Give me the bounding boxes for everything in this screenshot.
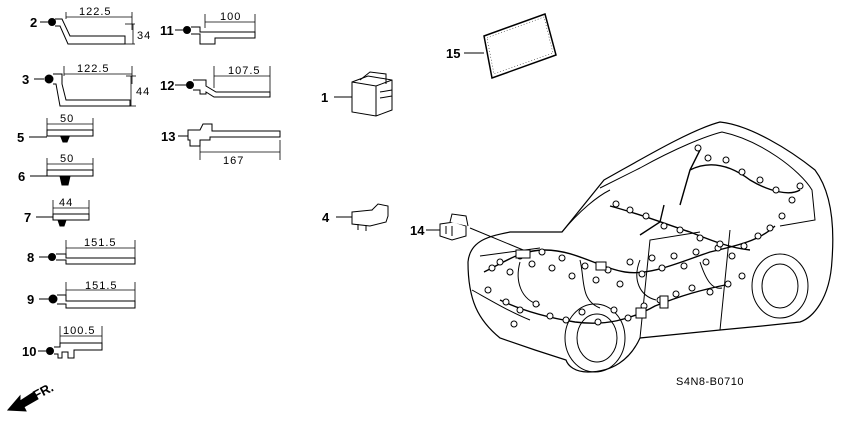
part-1: 1: [321, 71, 393, 117]
part-2-height: 34: [137, 30, 151, 42]
part-8: 8 151.5: [27, 237, 136, 265]
part-number-3: 3: [22, 72, 29, 87]
part-number-10: 10: [22, 344, 36, 359]
part-5: 5 50: [17, 113, 94, 145]
part-number-4: 4: [322, 210, 330, 225]
part-8-length: 151.5: [84, 237, 117, 249]
part-12: 12 107.5: [160, 65, 271, 98]
part-2: 2 122.5 34: [30, 6, 151, 45]
diagram-code: S4N8-B0710: [676, 376, 744, 388]
part-number-11: 11: [160, 23, 174, 38]
part-number-12: 12: [160, 78, 174, 93]
part-number-15: 15: [446, 46, 460, 61]
part-number-2: 2: [30, 15, 37, 30]
part-4: 4: [322, 203, 389, 231]
part-number-7: 7: [24, 210, 31, 225]
part-number-1: 1: [321, 90, 328, 105]
part-3: 3 122.5 44: [22, 63, 150, 107]
part-10: 10 100.5: [22, 325, 103, 359]
front-direction-arrow: FR.: [6, 380, 56, 412]
part-13: 13 167: [161, 123, 281, 167]
part-10-length: 100.5: [63, 325, 96, 337]
part-5-length: 50: [60, 113, 74, 125]
part-7: 7 44: [24, 197, 90, 227]
part-number-8: 8: [27, 250, 34, 265]
part-12-length: 107.5: [228, 65, 261, 77]
part-6: 6 50: [18, 153, 94, 186]
part-9: 9 151.5: [27, 280, 136, 309]
vehicle-harness-illustration: [467, 121, 834, 373]
part-number-9: 9: [27, 292, 34, 307]
part-3-length: 122.5: [77, 63, 110, 75]
part-14: 14: [410, 213, 469, 241]
part-7-length: 44: [59, 197, 73, 209]
part-number-6: 6: [18, 169, 25, 184]
harness-connectors: [484, 144, 804, 328]
part-2-length: 122.5: [79, 6, 112, 18]
part-15: 15: [446, 13, 557, 80]
part-13-length: 167: [223, 155, 244, 167]
part-11: 11 100: [160, 11, 256, 45]
part-11-length: 100: [220, 11, 241, 23]
part-9-length: 151.5: [85, 280, 118, 292]
part-number-5: 5: [17, 130, 24, 145]
part-6-length: 50: [60, 153, 74, 165]
part-number-13: 13: [161, 129, 175, 144]
part-3-height: 44: [136, 86, 150, 98]
part-number-14: 14: [410, 223, 425, 238]
